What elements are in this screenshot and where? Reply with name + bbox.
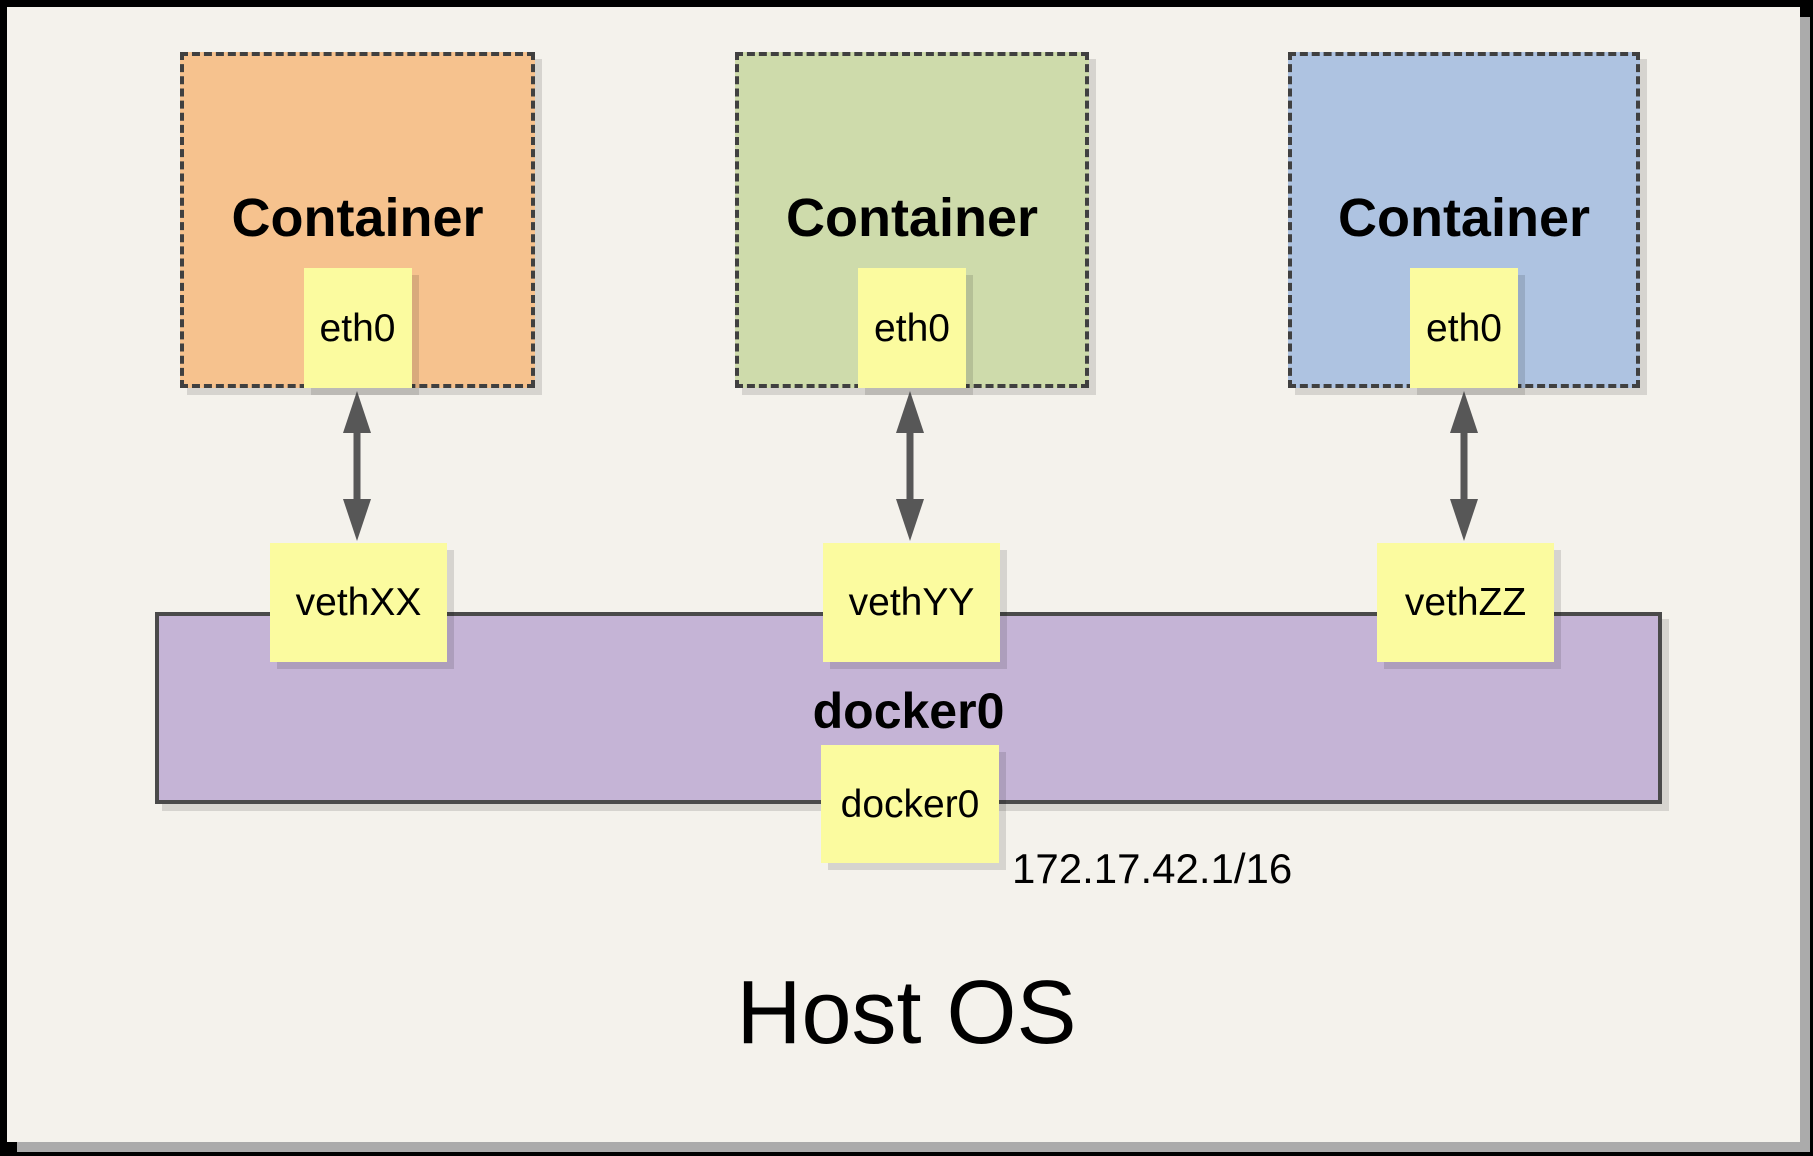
eth0-to-vethXX-arrow-icon (343, 391, 371, 541)
eth0-to-vethZZ-arrow-icon (1450, 391, 1478, 541)
container-box-2: Container eth0 (735, 52, 1089, 388)
docker0-bridge-label: docker0 (812, 683, 1005, 739)
container-label-3: Container (1337, 188, 1591, 248)
docker0-interface-box: docker0 (821, 745, 999, 863)
eth0-interface-box-1: eth0 (303, 268, 412, 388)
vethXX-box: vethXX (270, 543, 447, 662)
eth0-interface-box-2: eth0 (858, 268, 966, 388)
container-box-3: Container eth0 (1288, 52, 1640, 388)
host-os-label: Host OS (736, 963, 1077, 1063)
bridge-ip-label: 172.17.42.1/16 (1012, 845, 1293, 892)
vethYY-box: vethYY (823, 543, 1000, 662)
container-label-1: Container (231, 188, 484, 248)
eth0-interface-box-3: eth0 (1410, 268, 1518, 388)
container-label-2: Container (785, 188, 1039, 248)
vethZZ-box: vethZZ (1377, 543, 1554, 662)
eth0-to-vethYY-arrow-icon (896, 391, 924, 541)
container-box-1: Container eth0 (180, 52, 535, 388)
